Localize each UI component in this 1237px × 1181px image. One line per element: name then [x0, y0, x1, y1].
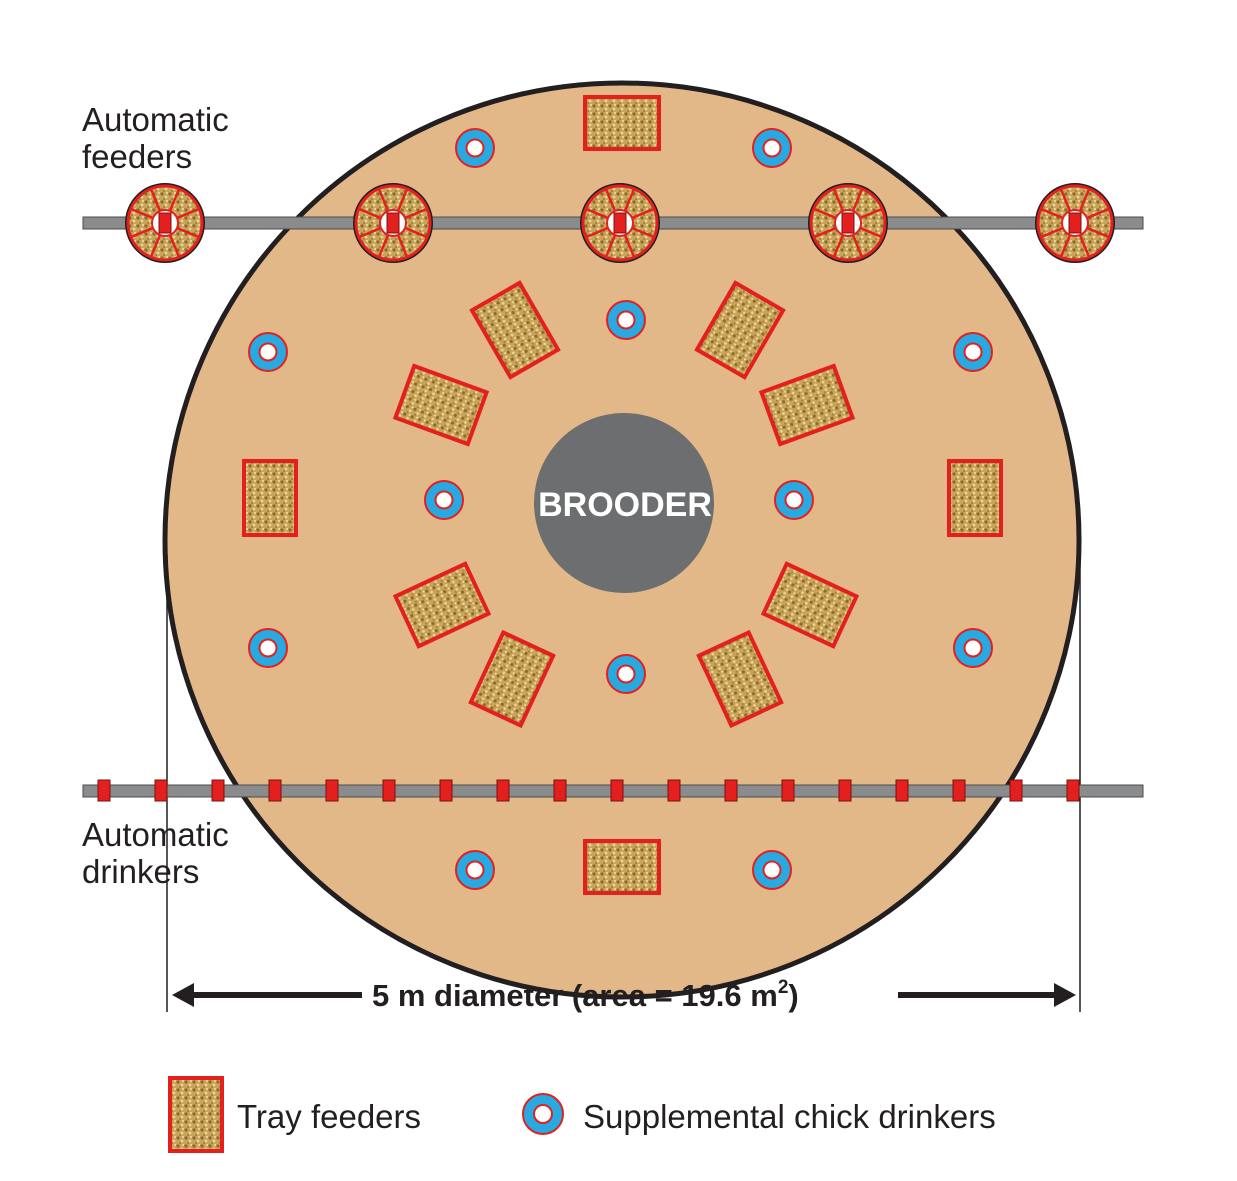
drinker-nipple: [154, 779, 168, 802]
drinker-nipple: [610, 779, 624, 802]
chick-drinker: [606, 654, 646, 694]
legend-tray-feeder-swatch: [168, 1076, 224, 1153]
drinker-nipples: [97, 779, 1080, 802]
drinker-nipple: [838, 779, 852, 802]
chick-drinker: [606, 300, 646, 340]
drinker-nipple: [895, 779, 909, 802]
tray-feeder: [947, 459, 1003, 537]
chick-drinker: [248, 628, 288, 668]
automatic-feeder: [580, 183, 660, 263]
drinker-nipple: [211, 779, 225, 802]
legend-chick-drinkers-label: Supplemental chick drinkers: [583, 1098, 996, 1135]
automatic-feeder: [353, 183, 433, 263]
tray-feeder: [469, 280, 561, 380]
diameter-label-text: 5 m diameter (area = 19.6 m: [372, 978, 778, 1013]
automatic-feeder: [125, 183, 205, 263]
drinker-nipple: [439, 779, 453, 802]
diameter-label-close: ): [788, 978, 798, 1013]
automatic-drinkers-label: Automatic drinkers: [82, 816, 238, 890]
automatic-feeders: [125, 183, 1115, 263]
legend-drinker-swatch-inner: [533, 1104, 553, 1124]
brooder: [534, 413, 714, 593]
drinker-nipple: [667, 779, 681, 802]
chick-drinker: [953, 332, 993, 372]
tray-feeders: [242, 95, 1003, 895]
tray-feeder: [392, 363, 490, 447]
drinker-nipple: [1066, 779, 1080, 802]
automatic-drinkers-label-line1: Automatic: [82, 816, 229, 853]
tray-feeder: [694, 280, 786, 380]
automatic-feeders-label-line2: feeders: [82, 138, 192, 175]
legend: Tray feeders Supplemental chick drinkers: [168, 1076, 996, 1153]
chick-drinkers: [248, 128, 993, 890]
chick-drinker: [424, 480, 464, 520]
chick-drinker: [774, 480, 814, 520]
automatic-feeders-label: Automatic feeders: [82, 101, 238, 175]
drinker-nipple: [952, 779, 966, 802]
automatic-feeder: [1035, 183, 1115, 263]
automatic-feeder: [808, 183, 888, 263]
drinker-nipple: [724, 779, 738, 802]
drinker-nipple: [97, 779, 111, 802]
drinker-nipple: [268, 779, 282, 802]
automatic-feeders-label-line1: Automatic: [82, 101, 229, 138]
drinker-nipple: [496, 779, 510, 802]
tray-feeder: [583, 95, 661, 151]
tray-feeder: [242, 459, 298, 537]
chick-drinker: [248, 332, 288, 372]
diameter-label-superscript: 2: [778, 977, 789, 998]
chick-drinker: [455, 850, 495, 890]
drinker-nipple: [325, 779, 339, 802]
drinker-nipple: [781, 779, 795, 802]
automatic-drinkers-label-line2: drinkers: [82, 853, 199, 890]
drinker-nipple: [382, 779, 396, 802]
tray-feeder: [696, 629, 784, 729]
drinker-nipple: [1009, 779, 1023, 802]
tray-feeder: [392, 561, 492, 649]
legend-tray-feeders-label: Tray feeders: [237, 1098, 421, 1135]
drinker-nipple: [553, 779, 567, 802]
chick-drinker: [752, 850, 792, 890]
tray-feeder: [583, 839, 661, 895]
diameter-label: 5 m diameter (area = 19.6 m2): [372, 977, 799, 1013]
tray-feeder: [758, 363, 856, 447]
brooder-label: BROODER: [538, 486, 712, 524]
tray-feeder: [468, 629, 556, 729]
dimension-arrowhead-left: [172, 983, 194, 1007]
chick-drinker: [455, 128, 495, 168]
chick-drinker: [752, 128, 792, 168]
dimension-arrowhead-right: [1054, 983, 1076, 1007]
tray-feeder: [760, 561, 860, 649]
chick-drinker: [953, 628, 993, 668]
